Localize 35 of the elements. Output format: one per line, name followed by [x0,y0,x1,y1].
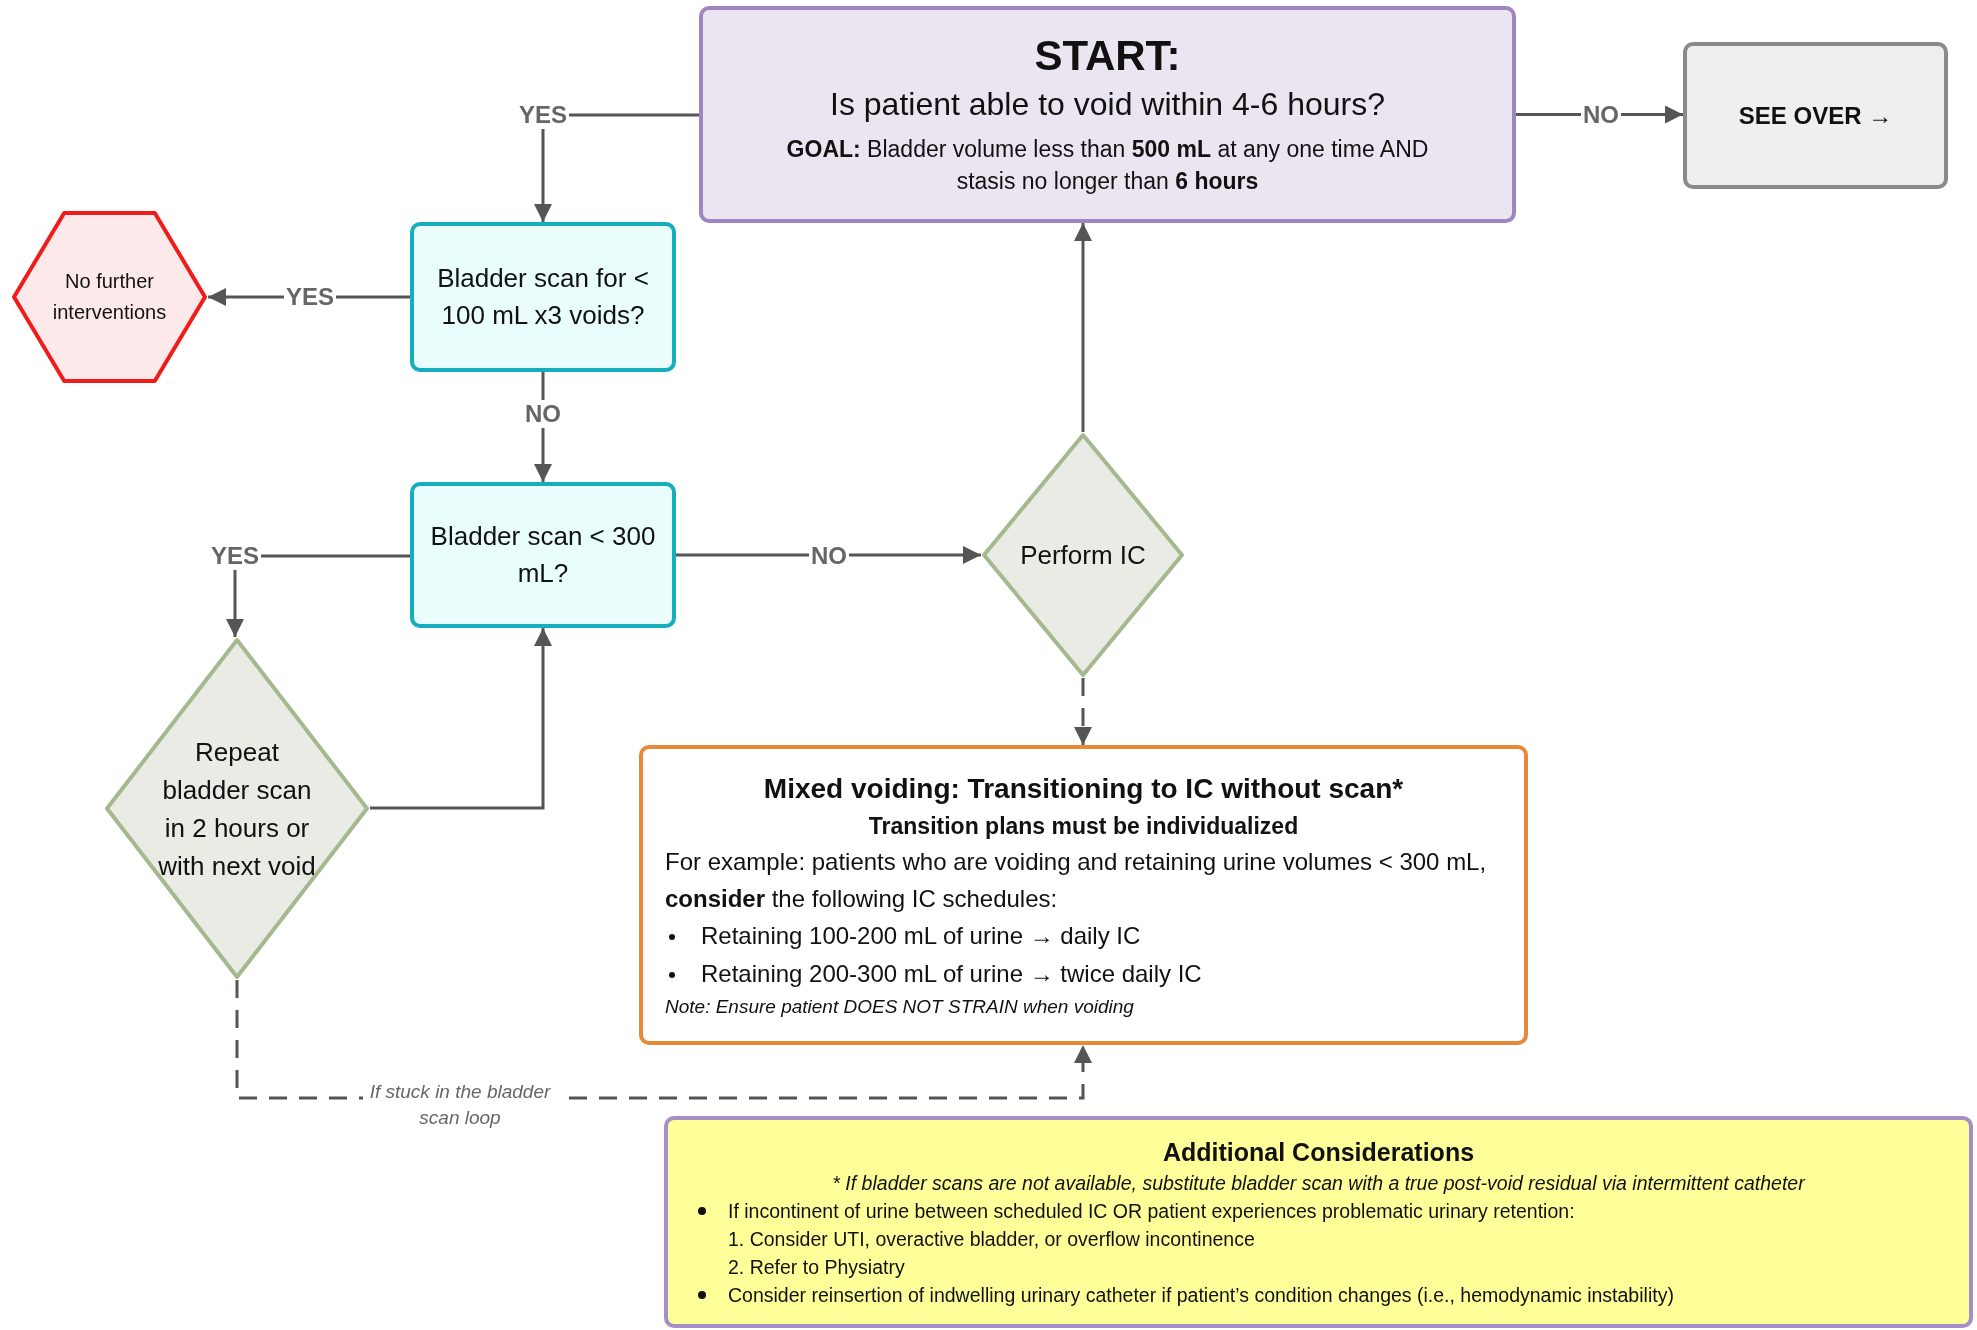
heading: Mixed voiding: Transitioning to IC without scan* [763,772,1404,806]
process-box [1683,42,1948,189]
arrow [370,628,552,810]
node-label: Repeat bladder scan in 2 hours or with next void [157,735,317,883]
edge-label: NO [523,400,563,428]
footnote-text: * If bladder scans are not available, substitute bladder scan with a true post-void residual via intermittent catheter [832,1171,1805,1196]
bullet-item: Retaining 200-300 mL of urine → twice daily IC [665,955,1502,993]
question-text: Is patient able to void within 4-6 hours? [830,86,1385,123]
node-label: Perform IC [1020,538,1146,572]
decision-diamond [981,432,1185,678]
end-hexagon [11,210,208,384]
bullet-item: If incontinent of urine between scheduled IC OR patient experiences problematic urinary retention: [682,1197,1955,1225]
process-box [410,222,676,372]
list-item: 2. Refer to Physiatry [727,1255,906,1280]
note-box [664,1116,1973,1328]
process-box [410,482,676,628]
start-box [699,6,1516,223]
arrow [676,546,981,564]
node-label: SEE OVER → [1738,101,1893,130]
bullet-item: Consider reinsertion of indwelling urinary catheter if patient’s condition changes (i.e., hemodynamic instability) [682,1281,1955,1309]
bullet-item: Retaining 100-200 mL of urine → daily IC [665,917,1502,955]
body-text: For example: patients who are voiding and retaining urine volumes < 300 mL, consider the following IC schedules: [665,847,1488,914]
list-item: 1. Consider UTI, overactive bladder, or overflow incontinence [727,1227,1256,1252]
process-box [639,745,1528,1045]
heading: Additional Considerations [1162,1137,1475,1168]
node-label: Bladder scan < 300 mL? [429,520,657,590]
subheading: Transition plans must be individualized [868,812,1299,841]
node-label: No further interventions [51,269,168,325]
node-label: Bladder scan for < 100 mL x3 voids? [436,262,650,332]
dashed-arrow [1074,678,1092,745]
goal-text: GOAL: Bladder volume less than 500 mL at any one time AND stasis no longer than 6 hours [785,135,1430,196]
note-text: Note: Ensure patient DOES NOT STRAIN when voiding [665,995,1135,1019]
decision-diamond [104,637,370,980]
heading: START: [1034,32,1181,80]
arrow [1074,223,1092,432]
